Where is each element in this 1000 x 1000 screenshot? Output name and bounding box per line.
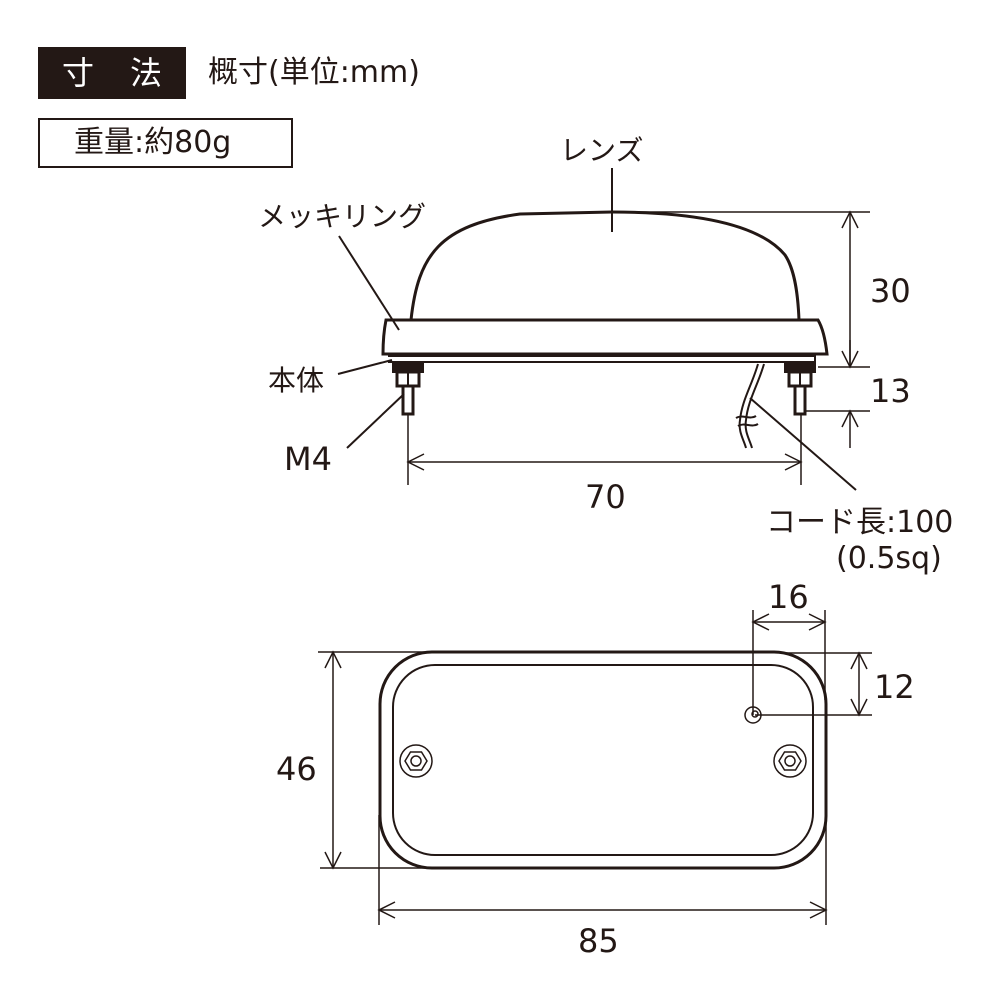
lens-label: レンズ — [560, 134, 643, 167]
top-view-outline — [378, 650, 828, 870]
lens-height-dim: 30 — [870, 272, 911, 310]
cord-spec-label: (0.5sq) — [836, 541, 942, 576]
weight-label: 重量:約80g — [38, 118, 293, 168]
cord-length-label: コード長:100 — [766, 505, 953, 540]
badge-char-2: 法 — [129, 54, 162, 92]
cord-offset-y-dim: 12 — [874, 668, 915, 706]
bolt-size-label: M4 — [284, 440, 332, 478]
unit-subtitle: 概寸(単位:mm) — [208, 55, 420, 90]
dimensions-title-badge: 寸 法 — [38, 47, 186, 99]
height-dim: 46 — [276, 750, 317, 788]
badge-char-1: 寸 — [62, 54, 95, 92]
body-label: 本体 — [268, 364, 324, 397]
bolt-height-dim: 13 — [870, 372, 911, 410]
plated-ring-label: メッキリング — [258, 200, 426, 233]
bolt-spacing-dim: 70 — [585, 478, 626, 516]
cord-offset-x-dim: 16 — [768, 578, 809, 616]
width-dim: 85 — [578, 922, 619, 960]
side-view-outline — [381, 210, 829, 449]
